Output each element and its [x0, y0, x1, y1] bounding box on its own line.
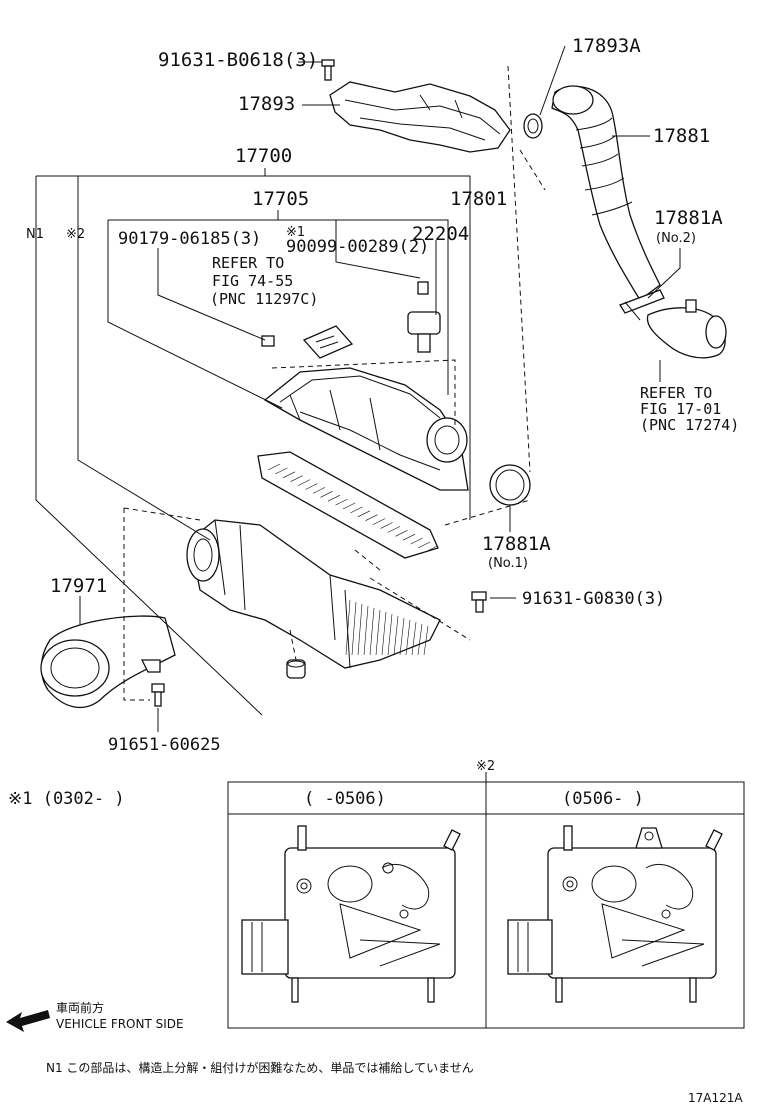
label-91631-g0830: 91631-G0830(3) — [522, 589, 665, 609]
refer2-line1: REFER TO — [640, 384, 712, 402]
label-91651: 91651-60625 — [108, 735, 221, 755]
label-plate — [302, 325, 354, 359]
air-cleaner-cover — [263, 367, 469, 491]
n1-footnote: N1 この部品は、構造上分解・組付けが困難なため、単品では補給していません — [46, 1060, 474, 1075]
label-no2: (No.2) — [656, 231, 696, 246]
clamp-17881a-no2 — [619, 289, 665, 321]
label-91631-b0618: 91631-B0618(3) — [158, 49, 318, 71]
air-cleaner-case — [186, 519, 441, 669]
case-variant-early — [241, 825, 461, 1003]
label-17893: 17893 — [238, 93, 295, 115]
hose-17881 — [551, 85, 661, 301]
label-mark1: ※1 — [286, 225, 305, 240]
grommet — [286, 659, 306, 679]
intake-inlet-17971 — [40, 615, 176, 709]
elbow-hose — [646, 299, 727, 359]
footnote-mark1-range: ※1 (0302- ) — [8, 789, 125, 809]
refer2-line2: FIG 17-01 — [640, 400, 721, 418]
label-17893a: 17893A — [572, 35, 641, 57]
label-n1: N1 — [26, 227, 44, 242]
clamp-17881a-no1 — [489, 464, 531, 506]
bolt-right-icon — [471, 591, 487, 613]
label-17705: 17705 — [252, 188, 309, 210]
variant-table — [227, 781, 745, 1029]
label-no1: (No.1) — [488, 556, 528, 571]
refer1-line1: REFER TO — [212, 254, 284, 272]
label-17971: 17971 — [50, 575, 107, 597]
label-mark2: ※2 — [66, 227, 85, 242]
label-17700: 17700 — [235, 145, 292, 167]
filter-element-17801 — [257, 451, 439, 559]
figure-code: 17A121A — [688, 1091, 743, 1105]
refer1-line3: (PNC 11297C) — [210, 290, 318, 308]
variant-right-header: (0506- ) — [562, 789, 644, 809]
clip-90179 — [261, 335, 275, 347]
label-17881a-top: 17881A — [654, 207, 723, 229]
label-17801: 17801 — [450, 188, 507, 210]
label-17881: 17881 — [653, 125, 710, 147]
arrow-left-icon — [6, 1010, 50, 1032]
label-90179: 90179-06185(3) — [118, 229, 261, 249]
label-22204: 22204 — [412, 223, 469, 245]
label-90099: 90099-00289(2) — [286, 237, 429, 257]
refer2-line3: (PNC 17274) — [640, 416, 739, 434]
leader-lines — [35, 45, 681, 732]
variant-callout: ※2 — [476, 759, 495, 774]
front-side-en: VEHICLE FRONT SIDE — [56, 1017, 184, 1031]
inlet-duct-17893 — [329, 81, 511, 153]
label-17881a-bottom: 17881A — [482, 533, 551, 555]
variant-left-header: ( -0506) — [304, 789, 386, 809]
front-side-jp: 車両前方 — [56, 1000, 104, 1015]
case-variant-late — [507, 825, 723, 1003]
bolt-bottom-icon — [151, 683, 165, 707]
clamp-17893a — [523, 113, 543, 139]
bolt-top-icon — [321, 59, 335, 81]
refer1-line2: FIG 74-55 — [212, 272, 293, 290]
airflow-meter-22204 — [407, 281, 441, 353]
